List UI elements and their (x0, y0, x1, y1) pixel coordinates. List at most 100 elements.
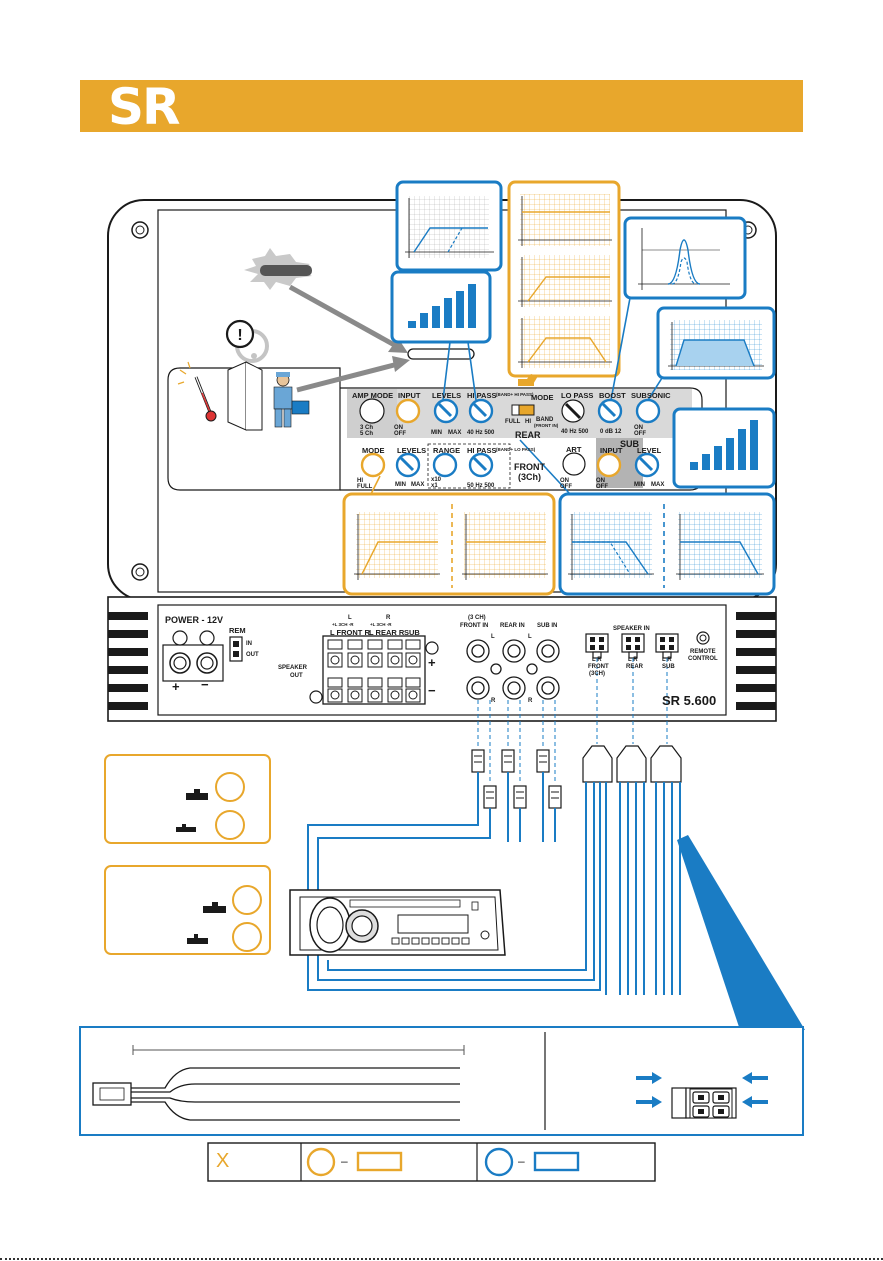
mode-rear-label: MODE (531, 393, 554, 402)
art-label: ART (566, 445, 582, 454)
range-x10: x10 (431, 477, 442, 483)
sub-input-off: OFF (596, 484, 608, 490)
hi-pass-rear-label: HI PASS (467, 391, 497, 400)
hi-pass-front-scale: 50 Hz 500 (467, 483, 495, 489)
sub-label: SUB (620, 439, 640, 449)
mode-rear-band: BAND (536, 417, 554, 423)
input-sensitivity-boxes (104, 754, 271, 955)
range-label: RANGE (433, 446, 461, 455)
art-on: ON (560, 478, 569, 484)
amp-mode-label: AMP MODE (352, 391, 394, 400)
cable-detail-box (79, 1026, 804, 1136)
head-unit (289, 889, 506, 956)
model-label: SR 5.600 (662, 693, 717, 708)
front-in-r: R (491, 698, 496, 704)
speaker-in-label: SPEAKER IN (613, 626, 650, 632)
ch3-left-label: +L 3CH -R (332, 622, 354, 627)
rear-in-label: REAR IN (500, 623, 525, 629)
front-in-3ch-label: (3 CH) (468, 615, 486, 621)
rem-label: REM (229, 626, 246, 635)
hi-pass-rear-scale: 40 Hz 500 (467, 430, 495, 436)
speaker-in-sub: SUB (662, 664, 675, 670)
levels-front-min: MIN (395, 482, 406, 488)
input-on: ON (394, 425, 403, 431)
speaker-in-lr-sub: L R (662, 657, 672, 663)
art-off: OFF (560, 484, 572, 490)
sub-level-max: MAX (651, 482, 665, 488)
lo-pass-label: LO PASS (561, 391, 594, 400)
mode-rear-full: FULL (505, 419, 521, 425)
speaker-in-front: FRONT (588, 664, 609, 670)
speaker-in-rear: REAR (626, 664, 644, 670)
levels-front-max: MAX (411, 482, 425, 488)
sub-group-label: SUB (404, 628, 420, 637)
mode-front-full: FULL (357, 484, 373, 490)
mode-rear-front-in: (FRONT IN) (534, 423, 559, 428)
svg-text:!: ! (237, 327, 242, 344)
front-group-label: L FRONT R (330, 628, 370, 637)
levels-max: MAX (448, 430, 462, 436)
rem-in-label: IN (246, 641, 252, 647)
range-x1: x1 (431, 483, 438, 489)
input-off: OFF (394, 431, 406, 437)
subsonic-label: SUBSONIC (631, 391, 671, 400)
band-lo-pass-note: (BAND+ LO PASS) (496, 447, 536, 452)
ch3-right-label: +L 3CH -R (370, 622, 392, 627)
mode-front-label: MODE (362, 446, 385, 455)
lo-pass-scale: 40 Hz 500 (561, 429, 589, 435)
speaker-in-front-3ch: (3CH) (589, 671, 605, 677)
rear-in-r: R (528, 698, 533, 704)
power-minus: − (201, 677, 209, 692)
power-plus: + (172, 679, 180, 694)
brand-logo: SR (108, 78, 181, 136)
front-3ch-label: (3Ch) (518, 472, 541, 482)
mode-rear-hi: HI (525, 419, 531, 425)
legend-orange-dash: – (341, 1154, 348, 1168)
rear-label: REAR (515, 430, 541, 440)
levels-front-label: LEVELS (397, 446, 427, 455)
band-hi-pass-note: (BAND+ HI PASS) (496, 392, 534, 397)
boost-label: BOOST (599, 391, 626, 400)
sub-in-label: SUB IN (537, 623, 558, 629)
speaker-plus: + (428, 655, 436, 670)
front-in-l: L (491, 634, 495, 640)
power-label: POWER - 12V (165, 615, 224, 625)
sub-level-min: MIN (634, 482, 645, 488)
boost-scale: 0 dB 12 (600, 429, 622, 435)
header-banner (80, 80, 803, 132)
remote-control-line2: CONTROL (688, 656, 718, 662)
levels-min: MIN (431, 430, 442, 436)
right-bracket-label: R (386, 615, 391, 621)
callouts (342, 180, 776, 596)
amplifier-side-view (107, 596, 777, 722)
left-bracket-label: L (348, 615, 352, 621)
speaker-in-lr-front: L R (592, 657, 602, 663)
front-label: FRONT (514, 462, 545, 472)
front-in-label: FRONT IN (460, 623, 489, 629)
subsonic-on: ON (634, 425, 643, 431)
amp-mode-5ch: 5 Ch (360, 431, 374, 437)
rear-group-label: L REAR R (369, 628, 405, 637)
amp-mode-3ch: 3 Ch (360, 425, 374, 431)
speaker-minus: − (428, 683, 436, 698)
sub-input-on: ON (596, 478, 605, 484)
hi-pass-front-label: HI PASS (467, 446, 497, 455)
subsonic-off: OFF (634, 431, 646, 437)
legend-x-symbol: X (216, 1150, 230, 1172)
legend (207, 1142, 656, 1182)
legend-blue-dash: – (518, 1154, 525, 1168)
mode-front-hi: HI (357, 478, 363, 484)
speaker-out-line1: SPEAKER (278, 665, 308, 671)
rem-out-label: OUT (246, 652, 259, 658)
control-panel (347, 389, 692, 489)
rear-in-l: L (528, 634, 532, 640)
sub-level-label: LEVEL (637, 446, 662, 455)
page-bottom-border (0, 1258, 883, 1260)
levels-label: LEVELS (432, 391, 462, 400)
input-label: INPUT (398, 391, 421, 400)
speaker-in-lr-rear: L R (628, 657, 638, 663)
sub-input-label: INPUT (600, 446, 623, 455)
remote-control-line1: REMOTE (690, 649, 716, 655)
speaker-out-line2: OUT (290, 673, 303, 679)
